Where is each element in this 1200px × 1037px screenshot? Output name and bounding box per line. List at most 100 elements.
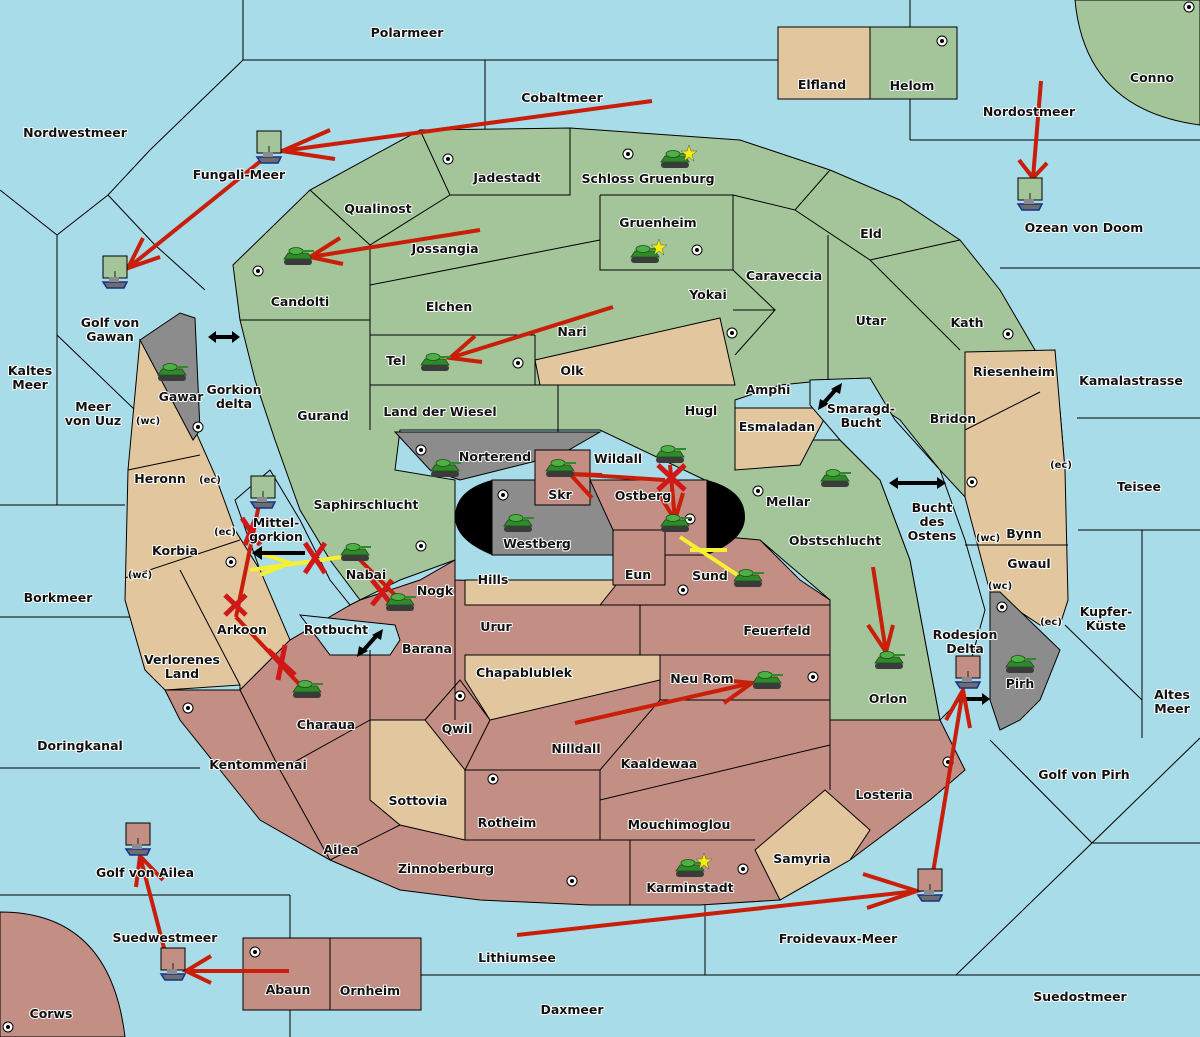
province-label: Gruenheim [619, 215, 696, 230]
support-order-line [249, 551, 343, 577]
fleet-unit-icon [160, 947, 186, 981]
continent [124, 127, 1069, 906]
province-label: Wildall [594, 451, 642, 466]
sea-labels: Polarmeer Cobaltmeer Nordwestmeer Fungal… [7, 24, 1192, 1018]
province-label: Nogk [417, 583, 454, 598]
sea-label: Smaragd- [827, 401, 895, 416]
supply-center-icon [996, 601, 1008, 613]
sea-label: Suedwestmeer [113, 930, 219, 945]
supply-center-icon [252, 265, 264, 277]
province-label: Helom [890, 78, 935, 93]
province-label: Obstschlucht [789, 533, 881, 548]
supply-center-icon [752, 485, 764, 497]
supply-center-icon [415, 444, 427, 456]
move-order-arrow [234, 489, 264, 618]
sea-label: Gawan [86, 329, 134, 344]
supply-center-icon [225, 556, 237, 568]
province-label: Sund [692, 568, 728, 583]
province-label: Yokai [688, 287, 727, 302]
province-label: Neu Rom [670, 671, 733, 686]
failed-order-cross-icon [302, 541, 328, 575]
sea-label: Bucht [841, 415, 882, 430]
province-label: Hugl [685, 403, 718, 418]
coast-label: (wc) [976, 533, 1000, 544]
province-label: Bynn [1006, 526, 1041, 541]
failed-order-cross-icon [266, 644, 297, 681]
sea-label: von Uuz [65, 413, 121, 428]
province-label: Qwil [442, 721, 473, 736]
province-label: Nari [557, 324, 586, 339]
province-label: Utar [856, 313, 888, 328]
province-label: Losteria [855, 787, 912, 802]
province-label: Urur [480, 619, 512, 634]
double-arrow-icon [818, 383, 842, 410]
province-label: Verlorenes [144, 652, 220, 667]
sea-label: Meer [75, 399, 111, 414]
fleet-unit-icon [102, 255, 128, 289]
supply-center-icon [497, 489, 509, 501]
fleet-unit-icon [250, 475, 276, 509]
province-label: Ailea [323, 842, 358, 857]
province-label: Corws [30, 1006, 73, 1021]
province-label: Jossangia [410, 241, 478, 256]
supply-center-icon [249, 946, 261, 958]
province-label: Saphirschlucht [314, 497, 419, 512]
province-label: Tel [386, 353, 406, 368]
province-label: Samyria [773, 851, 831, 866]
province-label: Heronn [134, 471, 186, 486]
move-order-arrow [574, 678, 758, 725]
move-order-arrow [181, 954, 289, 985]
province-label: Mellar [766, 494, 811, 509]
province-label: Gawar [159, 389, 205, 404]
supply-center-icon [454, 690, 466, 702]
dislodged-cross-icon [223, 593, 248, 617]
sea-label: Lithiumsee [478, 950, 556, 965]
province-label: Jadestadt [472, 170, 540, 185]
sea-label: Polarmeer [371, 25, 445, 40]
coast-label: (wc) [128, 570, 152, 581]
sea-label: Delta [946, 641, 984, 656]
coast-label: (ec) [199, 475, 221, 486]
sea-label: Ostens [908, 528, 957, 543]
sea-label: Borkmeer [24, 590, 94, 605]
sea-label: Rodesion [933, 627, 998, 642]
province-label: Zinnoberburg [398, 861, 494, 876]
supply-center-icon [691, 244, 703, 256]
supply-center-icon [192, 421, 204, 433]
sea-label: Cobaltmeer [521, 90, 603, 105]
double-arrow-icon [889, 477, 946, 489]
sea-label: Bucht [912, 500, 953, 515]
home-star-icon [695, 852, 713, 870]
sea-label: Suedostmeer [1033, 989, 1127, 1004]
sea-label: Meer [12, 377, 48, 392]
province-label: Olk [560, 363, 584, 378]
fleet-unit-icon [917, 868, 943, 902]
sea-label: Kupfer- [1080, 604, 1133, 619]
province-label: Barana [402, 641, 452, 656]
coast-label: (ec) [1050, 460, 1072, 471]
sea-label: Kamalastrasse [1079, 373, 1183, 388]
coast-label: (ec) [214, 527, 236, 538]
coast-label: (wc) [136, 416, 160, 427]
province-label: Pirh [1006, 676, 1035, 691]
supply-center-icon [737, 863, 749, 875]
province-label: Abaun [266, 982, 311, 997]
supply-center-icon [726, 327, 738, 339]
province-label: Bridon [930, 411, 976, 426]
sea-label: Gorkion [206, 382, 261, 397]
province-label: Hills [478, 572, 509, 587]
fleet-unit-icon [1017, 177, 1043, 211]
province-label: Sottovia [389, 793, 448, 808]
province-label: Nilldall [551, 741, 600, 756]
sea-label: gorkion [249, 529, 303, 544]
home-star-icon [680, 144, 698, 162]
province-label: Candolti [271, 294, 330, 309]
province-label: Rotheim [478, 815, 537, 830]
failed-order-cross-icon [239, 516, 263, 547]
arrow-right-icon [966, 693, 990, 705]
supply-center-icon [2, 1021, 14, 1033]
sea-label: Meer [1154, 701, 1190, 716]
coast-labels: (wc) (ec) (ec) (wc) (ec) (wc) (wc) (ec) [127, 415, 1073, 629]
supply-center-icon [566, 875, 578, 887]
